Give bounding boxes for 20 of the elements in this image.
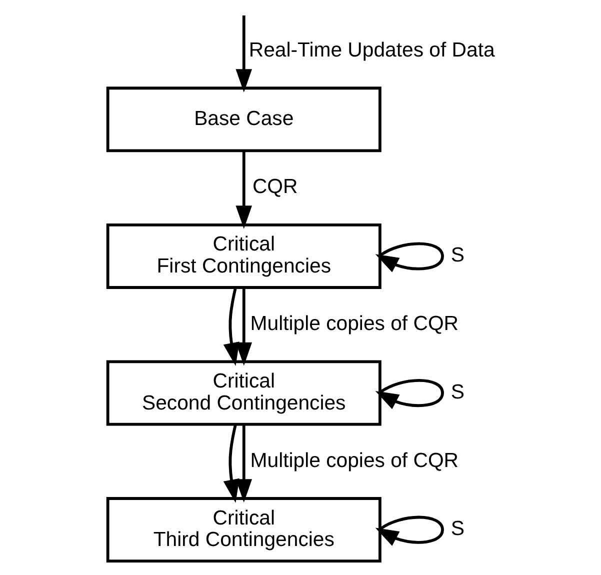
node-box: Critical First Contingencies	[106, 223, 381, 289]
edge-label: S	[450, 381, 464, 404]
edge-label: CQR	[252, 176, 298, 198]
arrow	[235, 151, 252, 229]
arrow	[374, 516, 444, 546]
edge-label: Real-Time Updates of Data	[248, 39, 494, 62]
arrow	[222, 424, 239, 503]
edge-label: Multiple copies of CQR	[250, 312, 458, 335]
node-box: Critical Second Contingencies	[106, 360, 381, 426]
arrow	[222, 287, 239, 366]
arrow	[235, 288, 252, 366]
arrow	[235, 424, 252, 502]
edge-label: S	[450, 244, 464, 267]
node-box: Critical Third Contingencies	[106, 497, 381, 563]
arrow	[235, 15, 252, 92]
edge-label: S	[450, 518, 464, 540]
node-box: Base Case	[106, 86, 381, 152]
arrow	[374, 242, 444, 272]
edge-label: Multiple copies of CQR	[250, 450, 458, 472]
arrow	[374, 379, 444, 410]
